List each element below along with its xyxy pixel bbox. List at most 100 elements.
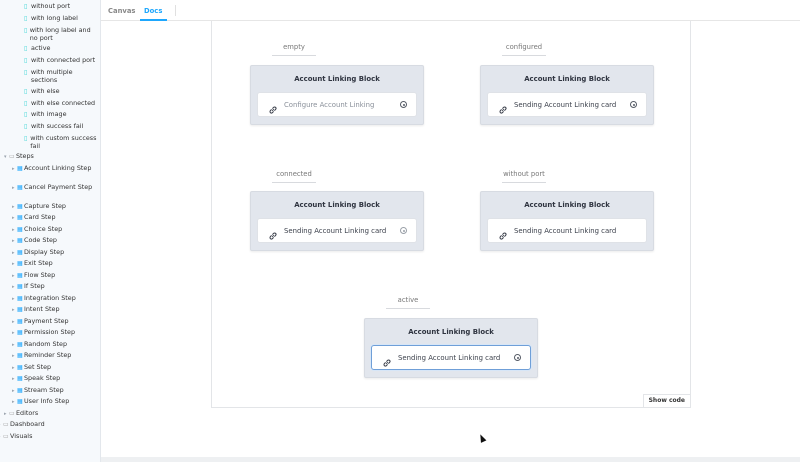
chevron-right-icon[interactable]: ▸: [0, 422, 3, 430]
account-linking-card[interactable]: Sending Account Linking card: [257, 218, 417, 243]
chevron-right-icon[interactable]: ▸: [12, 399, 15, 405]
chevron-right-icon[interactable]: ▸: [12, 342, 15, 348]
tab-canvas[interactable]: Canvas: [108, 7, 136, 15]
sidebar-item[interactable]: ▯with multiple sections: [24, 68, 100, 84]
sidebar-item[interactable]: ▸▦Cancel Payment Step: [12, 183, 94, 193]
sidebar-item-label: with image: [31, 110, 67, 118]
sidebar-item[interactable]: ▸▦Random Step: [12, 340, 94, 350]
sidebar-item[interactable]: ▯with else: [24, 87, 100, 96]
link-icon: [382, 353, 392, 367]
sidebar-item[interactable]: ▯with success fail: [24, 122, 100, 131]
sidebar-item[interactable]: ▸▦Integration Step: [12, 294, 94, 304]
component-icon: ▦: [17, 165, 23, 172]
sidebar-item[interactable]: ▸▦Code Step: [12, 236, 94, 246]
sidebar-item[interactable]: ▯without port: [24, 2, 100, 11]
sidebar-item[interactable]: ▸▦Stream Step: [12, 386, 94, 396]
component-icon: ▦: [17, 226, 23, 233]
component-icon: ▦: [17, 329, 23, 336]
sidebar-item[interactable]: ▸▦Account Linking Step: [12, 164, 94, 174]
sidebar-item[interactable]: ▸▦Payment Step: [12, 317, 94, 327]
chevron-right-icon[interactable]: ▸: [4, 411, 7, 417]
block-title: Account Linking Block: [408, 328, 494, 336]
sidebar-item[interactable]: ▸▦Flow Step: [12, 271, 94, 281]
story-label-underline: [502, 55, 546, 56]
port-icon[interactable]: [630, 101, 637, 108]
sidebar-item[interactable]: ▸▦Intent Step: [12, 305, 94, 315]
sidebar-item-label: with else connected: [31, 99, 96, 107]
sidebar-item[interactable]: ▯with connected port: [24, 56, 100, 65]
sidebar-item[interactable]: ▯with image: [24, 110, 100, 119]
tab-active-indicator: [140, 19, 167, 21]
chevron-right-icon[interactable]: ▸: [12, 166, 15, 172]
account-linking-card[interactable]: Configure Account Linking: [257, 92, 417, 117]
chevron-right-icon[interactable]: ▸: [12, 388, 15, 394]
chevron-right-icon[interactable]: ▸: [12, 353, 15, 359]
sidebar-item[interactable]: ▸▭Editors: [4, 409, 94, 419]
chevron-right-icon[interactable]: ▸: [0, 434, 3, 442]
chevron-right-icon[interactable]: ▸: [12, 319, 15, 325]
sidebar-item[interactable]: ▯with long label and no port: [24, 26, 100, 42]
sidebar-item[interactable]: ▸▦Exit Step: [12, 259, 94, 269]
chevron-right-icon[interactable]: ▸: [12, 273, 15, 279]
chevron-right-icon[interactable]: ▸: [12, 185, 15, 191]
sidebar-item[interactable]: ▸▦Card Step: [12, 213, 94, 223]
chevron-right-icon[interactable]: ▸: [12, 296, 15, 302]
port-icon[interactable]: [514, 354, 521, 361]
chevron-right-icon[interactable]: ▸: [12, 261, 15, 267]
sidebar-item[interactable]: ▸▦Speak Step: [12, 374, 94, 384]
bottom-bar: [101, 457, 800, 462]
chevron-down-icon[interactable]: ▾: [4, 154, 7, 160]
port-icon[interactable]: [400, 101, 407, 108]
port-icon[interactable]: [400, 227, 407, 234]
sidebar-item[interactable]: ▯active: [24, 44, 100, 53]
chevron-right-icon[interactable]: ▸: [12, 307, 15, 313]
account-linking-card[interactable]: Sending Account Linking card: [487, 218, 647, 243]
account-linking-card[interactable]: Sending Account Linking card: [487, 92, 647, 117]
card-text: Sending Account Linking card: [284, 227, 387, 235]
folder-icon: ▭: [9, 410, 15, 417]
chevron-right-icon[interactable]: ▸: [12, 330, 15, 336]
sidebar-item[interactable]: ▸▭Dashboard: [0, 420, 94, 430]
sidebar-item[interactable]: ▸▦If Step: [12, 282, 94, 292]
tab-docs[interactable]: Docs: [144, 7, 163, 15]
sidebar-item[interactable]: ▸▦Set Step: [12, 363, 94, 373]
show-code-button[interactable]: Show code: [642, 394, 690, 407]
chevron-right-icon[interactable]: ▸: [12, 204, 15, 210]
story-icon: ▯: [24, 88, 28, 95]
sidebar-item[interactable]: ▸▦Choice Step: [12, 225, 94, 235]
chevron-right-icon[interactable]: ▸: [12, 215, 15, 221]
sidebar-item[interactable]: ▯with long label: [24, 14, 100, 23]
chevron-right-icon[interactable]: ▸: [12, 238, 15, 244]
block-title: Account Linking Block: [294, 75, 380, 83]
story-label: connected: [276, 170, 312, 178]
sidebar-item[interactable]: ▸▦Permission Step: [12, 328, 94, 338]
folder-icon: ▭: [9, 153, 15, 160]
sidebar-item[interactable]: ▸▦Capture Step: [12, 202, 94, 212]
chevron-right-icon[interactable]: ▸: [12, 365, 15, 371]
tab-bar: Canvas Docs: [101, 0, 800, 21]
chevron-right-icon[interactable]: ▸: [12, 376, 15, 382]
chevron-right-icon[interactable]: ▸: [12, 227, 15, 233]
sidebar-item-label: with long label and no port: [29, 26, 91, 42]
sidebar-item[interactable]: ▾▭Steps: [4, 152, 94, 162]
component-icon: ▦: [17, 260, 23, 267]
tab-divider: [175, 5, 176, 16]
account-linking-card[interactable]: Sending Account Linking card: [371, 345, 531, 370]
sidebar-item[interactable]: ▯with custom success fail: [24, 134, 100, 150]
sidebar-item[interactable]: ▸▭Visuals: [0, 432, 94, 442]
chevron-right-icon[interactable]: ▸: [12, 284, 15, 290]
chevron-right-icon[interactable]: ▸: [12, 250, 15, 256]
sidebar-item[interactable]: ▸▦User Info Step: [12, 397, 94, 407]
story-icon: ▯: [24, 100, 28, 107]
story-icon: ▯: [24, 15, 28, 22]
component-icon: ▦: [17, 364, 23, 371]
sidebar-item[interactable]: ▸▦Display Step: [12, 248, 94, 258]
sidebar-item[interactable]: ▸▦Reminder Step: [12, 351, 94, 361]
sidebar-item[interactable]: ▯with else connected: [24, 99, 100, 108]
